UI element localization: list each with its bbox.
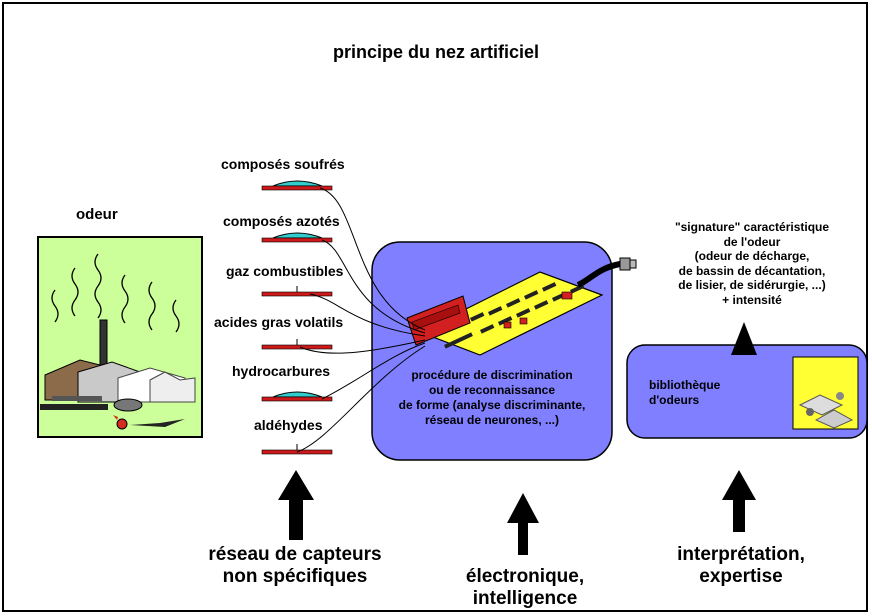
sensor-wires [296,187,426,453]
sensor-composes-azotes [261,232,333,243]
sensor-label: hydrocarbures [232,363,331,379]
odor-waves [51,253,180,333]
arrow-electronics [507,493,539,555]
arrow-signature [731,322,757,355]
arrow-sensors [278,470,314,540]
sensor-acides-gras [261,339,333,350]
sensor-aldehydes [261,444,333,455]
library-image [792,356,859,430]
sensor-label: composés soufrés [221,156,345,172]
sensor-hydrocarbures [261,391,333,402]
signature-description: "signature" caractéristique de l'odeur (… [674,220,830,307]
sensor-gaz-combustibles [261,286,333,297]
odor-scene [37,236,203,438]
sensor-label: acides gras volatils [214,314,344,330]
bottom-label-electronics: électronique, intelligence [465,566,585,609]
sensor-label: composés azotés [223,213,340,229]
factory-illustration [40,319,196,430]
arrow-interpretation [722,470,756,532]
sensor-label: gaz combustibles [226,263,344,279]
sensor-label: aldéhydes [254,417,323,433]
arrows [278,322,757,555]
bottom-label-interpretation: interprétation, expertise [677,544,805,587]
bottom-label-sensors: réseau de capteurs non spécifiques [208,544,382,587]
odor-label: odeur [76,206,118,223]
sensor-composes-soufres [261,180,333,191]
diagram-title: principe du nez artificiel [332,42,540,62]
electronics-description: procédure de discrimination ou de reconn… [398,368,586,427]
library-label: bibliothèque d'odeurs [649,378,721,407]
